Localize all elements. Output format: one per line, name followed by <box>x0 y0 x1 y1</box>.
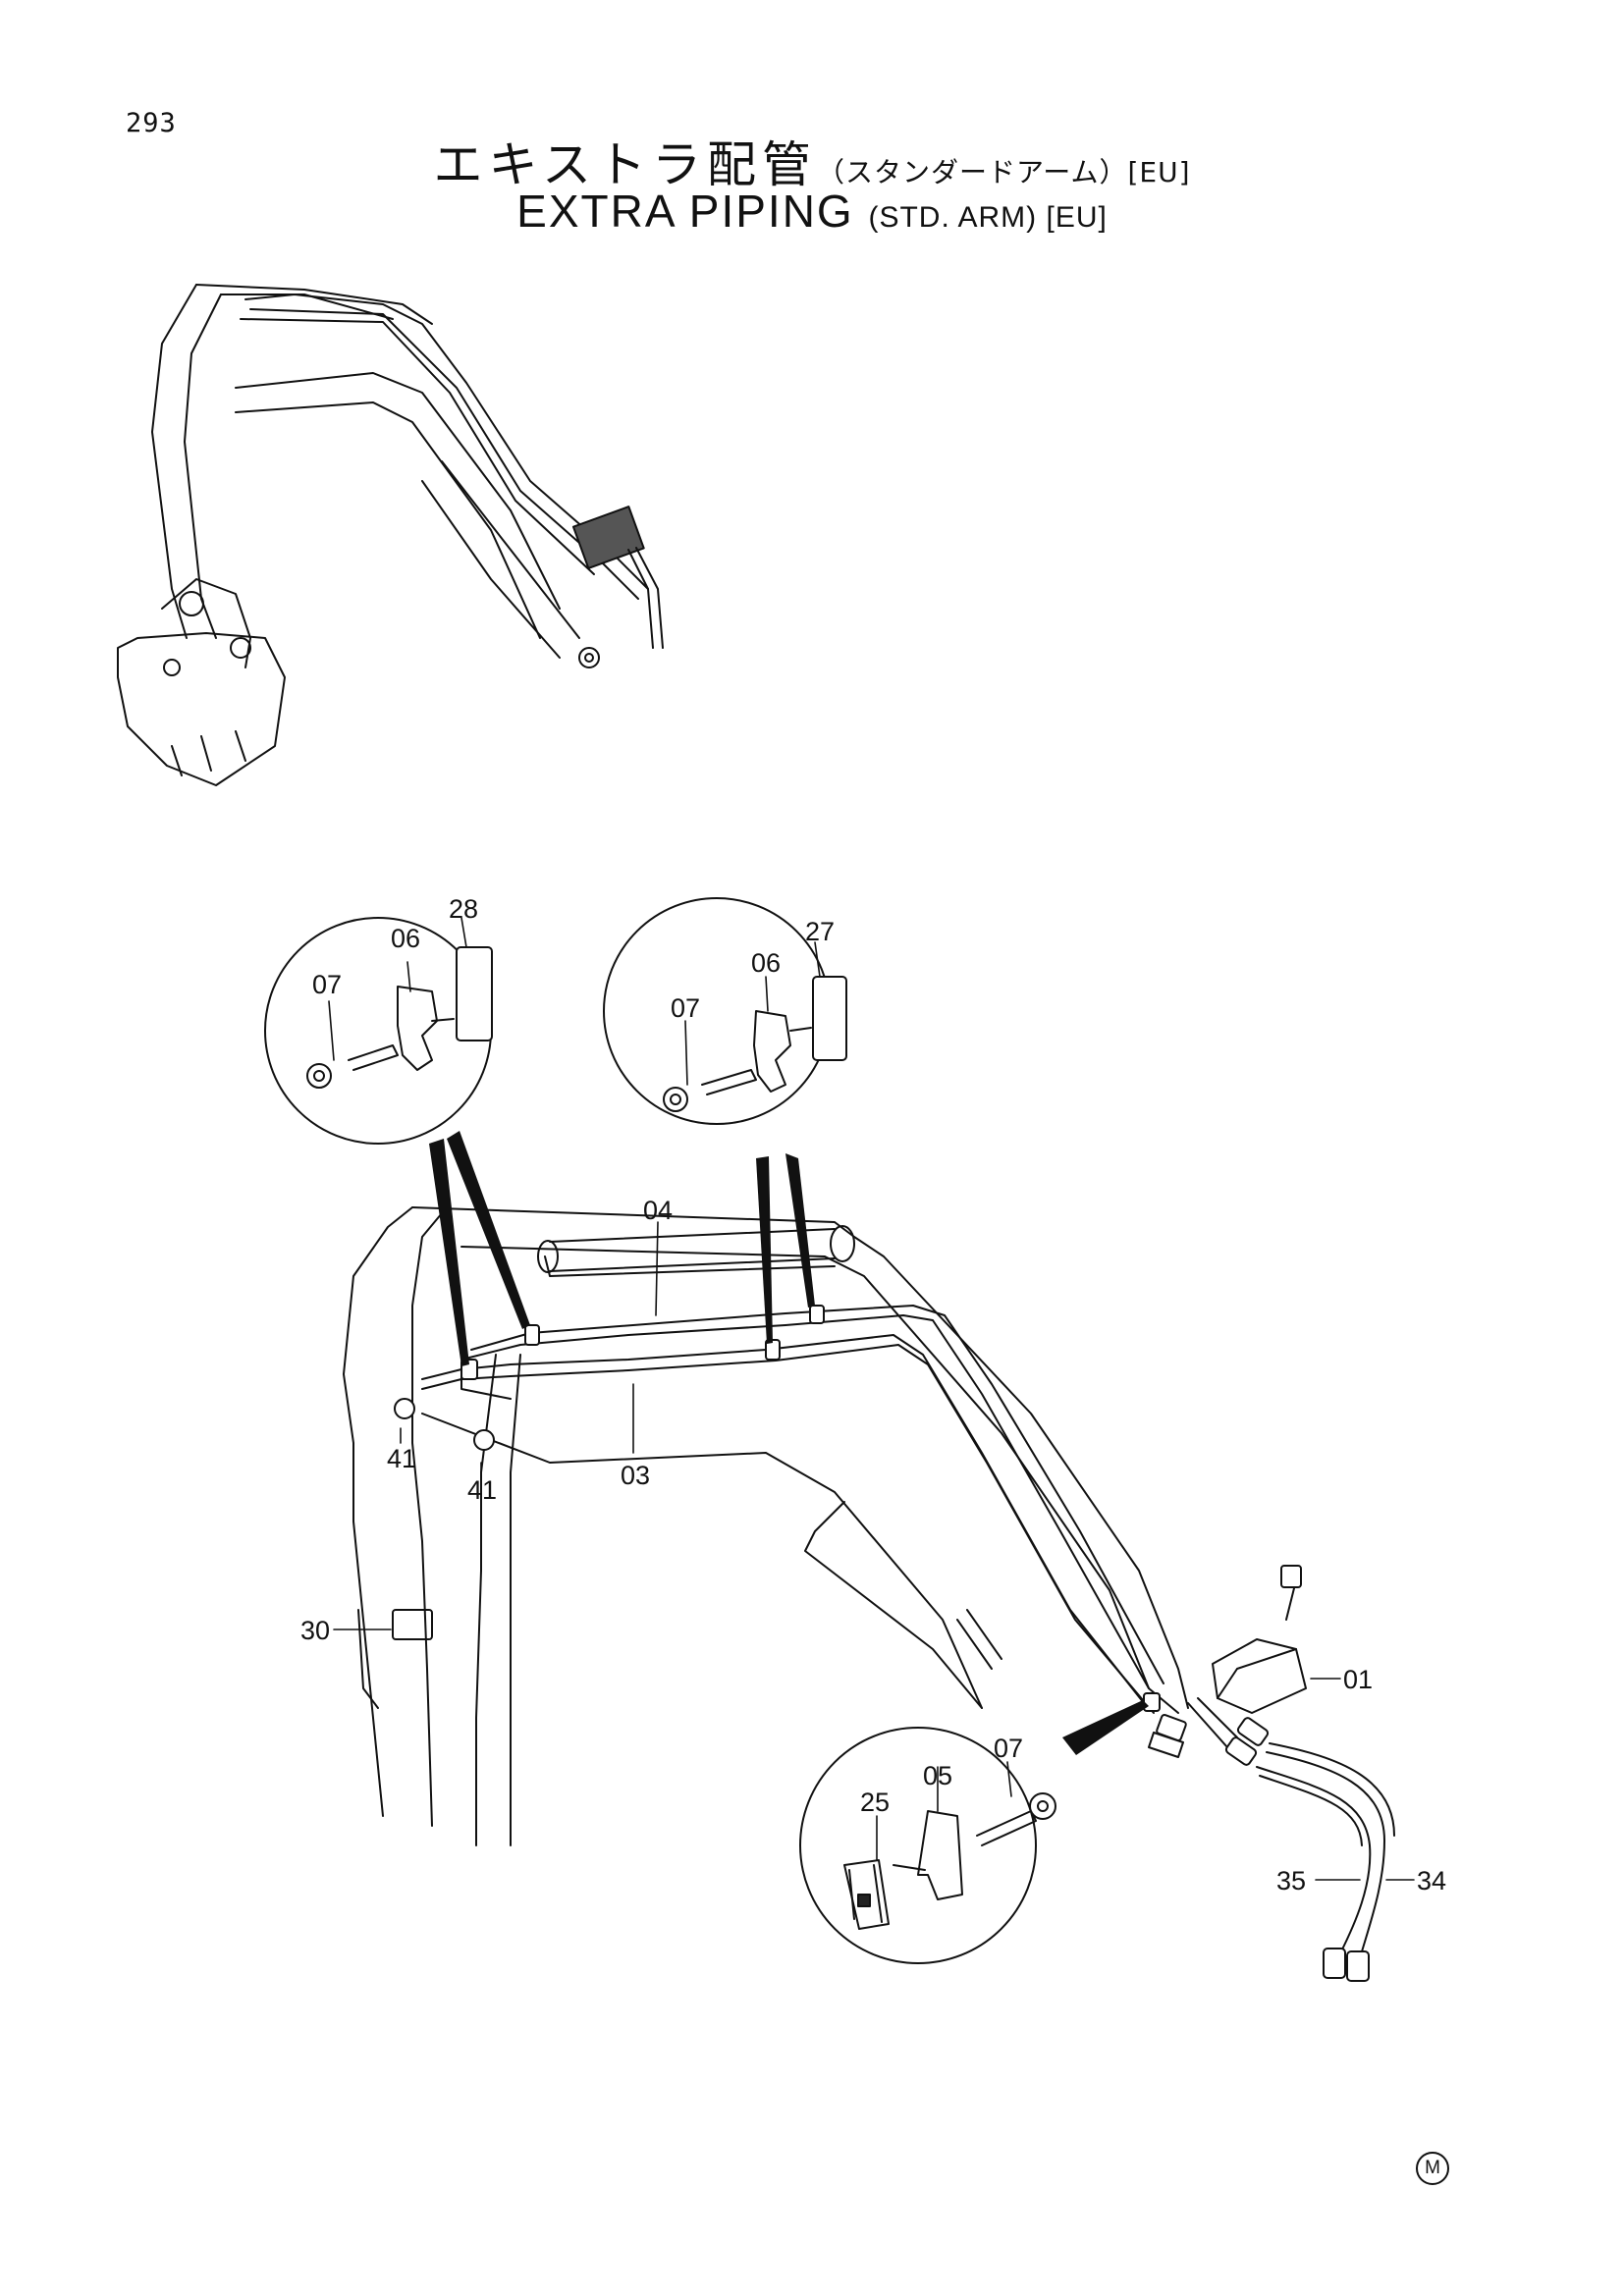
label-right-27: 27 <box>805 917 835 946</box>
leader-lines <box>328 917 1415 1881</box>
overview-excavator-illustration <box>117 284 664 786</box>
label-bottom-07: 07 <box>994 1734 1023 1763</box>
title-english-sub: (STD. ARM) [EU] <box>868 201 1108 234</box>
label-04: 04 <box>643 1196 673 1225</box>
label-left-28: 28 <box>449 894 478 924</box>
label-41-left: 41 <box>387 1444 416 1473</box>
title-japanese: エキストラ配管（スタンダードアーム）[EU] <box>0 126 1624 196</box>
page-number: 293 <box>126 108 177 138</box>
label-30: 30 <box>300 1616 330 1645</box>
title-japanese-sub: （スタンダードアーム）[EU] <box>816 156 1191 188</box>
label-41-right: 41 <box>467 1475 497 1505</box>
trademark-m-symbol: M <box>1416 2152 1449 2185</box>
title-english-main: EXTRA PIPING <box>516 186 854 237</box>
detail-circle-left <box>264 917 493 1145</box>
label-right-06: 06 <box>751 948 781 978</box>
detail-circle-bottom <box>799 1727 1056 1964</box>
label-left-07: 07 <box>312 970 342 999</box>
title-english: EXTRA PIPING (STD. ARM) [EU] <box>0 185 1624 238</box>
detail-pointers <box>429 1131 1149 1755</box>
detail-circle-right <box>603 897 847 1125</box>
label-35: 35 <box>1276 1866 1306 1896</box>
label-03: 03 <box>621 1461 650 1490</box>
label-bottom-25: 25 <box>860 1788 890 1817</box>
label-01: 01 <box>1343 1665 1373 1694</box>
part-labels: 28 06 07 27 06 07 07 05 25 04 03 41 41 3… <box>300 894 1446 1896</box>
title-japanese-main: エキストラ配管 <box>433 136 817 193</box>
extra-piping-lines <box>394 1305 1395 1982</box>
label-right-07: 07 <box>671 993 700 1023</box>
label-34: 34 <box>1417 1866 1446 1896</box>
label-bottom-05: 05 <box>923 1761 952 1790</box>
label-left-06: 06 <box>391 924 420 953</box>
